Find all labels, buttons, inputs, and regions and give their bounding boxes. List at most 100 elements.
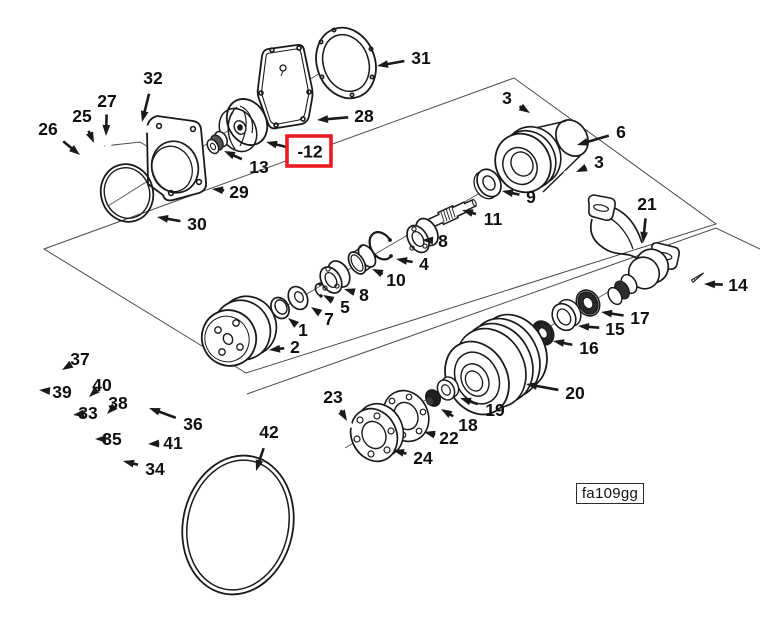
callout-label-5: 5 bbox=[340, 297, 350, 317]
part-pulley-hub-2 bbox=[200, 295, 278, 367]
callout-38-38[interactable]: 38 bbox=[107, 393, 128, 414]
callout-18-18[interactable]: 18 bbox=[441, 409, 478, 435]
callout-label-24: 24 bbox=[413, 448, 433, 468]
callout-label-36: 36 bbox=[183, 414, 203, 434]
figure-code-box: fa109gg bbox=[576, 483, 644, 504]
callout-29-29[interactable]: 29 bbox=[212, 182, 249, 202]
callout-28-28[interactable]: 28 bbox=[317, 106, 374, 126]
part-bolt-33 bbox=[44, 402, 78, 426]
callout-5-5[interactable]: 5 bbox=[323, 295, 350, 317]
part-washer-41 bbox=[134, 436, 148, 452]
callout-8-9[interactable]: 8 bbox=[344, 285, 369, 305]
callout-42-42[interactable]: 42 bbox=[255, 422, 279, 471]
callout-label-37: 37 bbox=[70, 349, 89, 369]
assembly-centerlines bbox=[107, 47, 641, 449]
reference-plane-lower bbox=[246, 227, 760, 395]
callout-label-19: 19 bbox=[485, 400, 505, 420]
callout-39-39[interactable]: 39 bbox=[39, 382, 72, 402]
callout-label-3: 3 bbox=[502, 88, 512, 108]
callout-label-41: 41 bbox=[163, 433, 183, 453]
callout-23-23[interactable]: 23 bbox=[323, 387, 347, 421]
callout-32-32[interactable]: 32 bbox=[140, 68, 163, 122]
part-gasket-28 bbox=[256, 43, 314, 130]
callout-25-25[interactable]: 25 bbox=[72, 106, 94, 143]
part-bearing-8-front bbox=[319, 260, 351, 294]
callout-7-7[interactable]: 7 bbox=[311, 307, 334, 329]
callout-label-28: 28 bbox=[354, 106, 374, 126]
callout-26-26[interactable]: 26 bbox=[38, 119, 80, 155]
part-screw-3-upper bbox=[528, 112, 541, 127]
callout-label-9: 9 bbox=[526, 187, 536, 207]
callout-16-16[interactable]: 16 bbox=[553, 338, 599, 358]
callout-21-21[interactable]: 21 bbox=[637, 194, 657, 243]
callout-30-30[interactable]: 30 bbox=[157, 214, 207, 234]
highlight-red-box[interactable] bbox=[285, 134, 333, 168]
callout-label-17: 17 bbox=[630, 308, 649, 328]
highlight-layer: -12 bbox=[266, 134, 333, 168]
part-bracket-21 bbox=[587, 194, 680, 306]
callout-31-31[interactable]: 31 bbox=[377, 48, 431, 68]
callout-label-29: 29 bbox=[229, 182, 249, 202]
callout-label-21: 21 bbox=[637, 194, 657, 214]
part-impeller-12 bbox=[218, 98, 269, 153]
callout-label-35: 35 bbox=[102, 429, 122, 449]
callout-27-27[interactable]: 27 bbox=[97, 91, 117, 136]
callout-label-40: 40 bbox=[92, 375, 112, 395]
callout-24-24[interactable]: 24 bbox=[393, 448, 433, 468]
callout-14-14[interactable]: 14 bbox=[704, 275, 748, 295]
callout-41-41[interactable]: 41 bbox=[148, 433, 183, 453]
callout-15-15[interactable]: 15 bbox=[578, 319, 625, 339]
callout-22-22[interactable]: 22 bbox=[424, 428, 459, 448]
part-slinger-9 bbox=[473, 168, 502, 200]
callout-label-39: 39 bbox=[52, 382, 72, 402]
part-snap-ring-5 bbox=[314, 282, 323, 298]
callout-3-2[interactable]: 3 bbox=[502, 88, 530, 113]
callout-label-11: 11 bbox=[484, 209, 503, 229]
callout-label-4: 4 bbox=[419, 254, 429, 274]
callout-1-0[interactable]: 1 bbox=[288, 318, 308, 340]
callout-37-37[interactable]: 37 bbox=[62, 349, 90, 370]
callout-11-12[interactable]: 11 bbox=[462, 209, 503, 229]
callout-label-31: 31 bbox=[411, 48, 431, 68]
callout-label-14: 14 bbox=[728, 275, 748, 295]
highlight-label: -12 bbox=[297, 142, 323, 162]
callout-label-2: 2 bbox=[290, 337, 300, 357]
callout-35-35[interactable]: 35 bbox=[95, 429, 122, 449]
part-pin-14 bbox=[690, 272, 704, 284]
callout-label-13: 13 bbox=[249, 157, 269, 177]
callout-20-20[interactable]: 20 bbox=[526, 382, 585, 403]
callout-3-3[interactable]: 3 bbox=[576, 152, 604, 172]
callout-6-6[interactable]: 6 bbox=[577, 122, 626, 146]
callout-label-18: 18 bbox=[458, 415, 478, 435]
callout-label-15: 15 bbox=[605, 319, 625, 339]
callout-label-26: 26 bbox=[38, 119, 58, 139]
callout-9-10[interactable]: 9 bbox=[502, 187, 536, 207]
callout-4-4[interactable]: 4 bbox=[396, 254, 429, 274]
highlight-part-12[interactable]: -12 bbox=[266, 134, 333, 168]
callout-19-19[interactable]: 19 bbox=[460, 397, 505, 420]
part-plate-24 bbox=[349, 402, 405, 463]
callout-17-17[interactable]: 17 bbox=[601, 308, 650, 328]
callout-label-7: 7 bbox=[324, 309, 334, 329]
callout-label-6: 6 bbox=[616, 122, 626, 142]
figure-code-label: fa109gg bbox=[581, 485, 639, 502]
part-o-ring-30 bbox=[99, 163, 155, 223]
callout-33-33[interactable]: 33 bbox=[73, 403, 98, 423]
callout-8-8[interactable]: 8 bbox=[422, 231, 448, 251]
part-washer-7 bbox=[287, 285, 309, 311]
callout-2-1[interactable]: 2 bbox=[269, 337, 300, 357]
callout-10-11[interactable]: 10 bbox=[372, 269, 406, 290]
part-nut-18 bbox=[424, 389, 442, 407]
part-belt-42 bbox=[181, 454, 295, 596]
callout-36-36[interactable]: 36 bbox=[149, 408, 203, 434]
callout-label-20: 20 bbox=[565, 383, 585, 403]
callout-13-13[interactable]: 13 bbox=[224, 151, 269, 177]
callout-label-34: 34 bbox=[145, 459, 165, 479]
callout-label-23: 23 bbox=[323, 387, 343, 407]
callout-34-34[interactable]: 34 bbox=[123, 459, 165, 479]
callout-40-40[interactable]: 40 bbox=[89, 375, 112, 397]
part-cover-ring-31 bbox=[315, 26, 377, 100]
callout-label-3: 3 bbox=[594, 152, 604, 172]
